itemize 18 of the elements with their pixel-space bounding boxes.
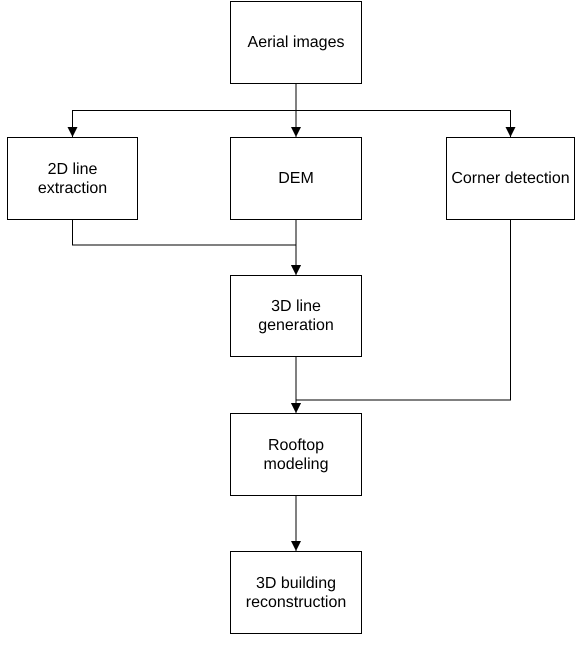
process-box (230, 551, 362, 634)
arrow (296, 84, 516, 138)
box-label: 3D line generation (257, 297, 335, 335)
process-box (230, 275, 362, 357)
box-label: DEM (278, 169, 314, 188)
process-box (230, 1, 362, 84)
box-label: Corner detection (451, 169, 570, 188)
box-label: 3D building reconstruction (244, 574, 348, 612)
arrow (291, 220, 301, 276)
arrow (291, 220, 511, 414)
process-box (7, 137, 138, 220)
process-box (230, 137, 362, 220)
process-box (230, 413, 362, 496)
process-box (446, 137, 575, 220)
box-label: 2D line extraction (36, 160, 108, 198)
box-label: Aerial images (248, 33, 344, 52)
arrow (291, 496, 301, 552)
box-label: Rooftop modeling (262, 436, 330, 474)
